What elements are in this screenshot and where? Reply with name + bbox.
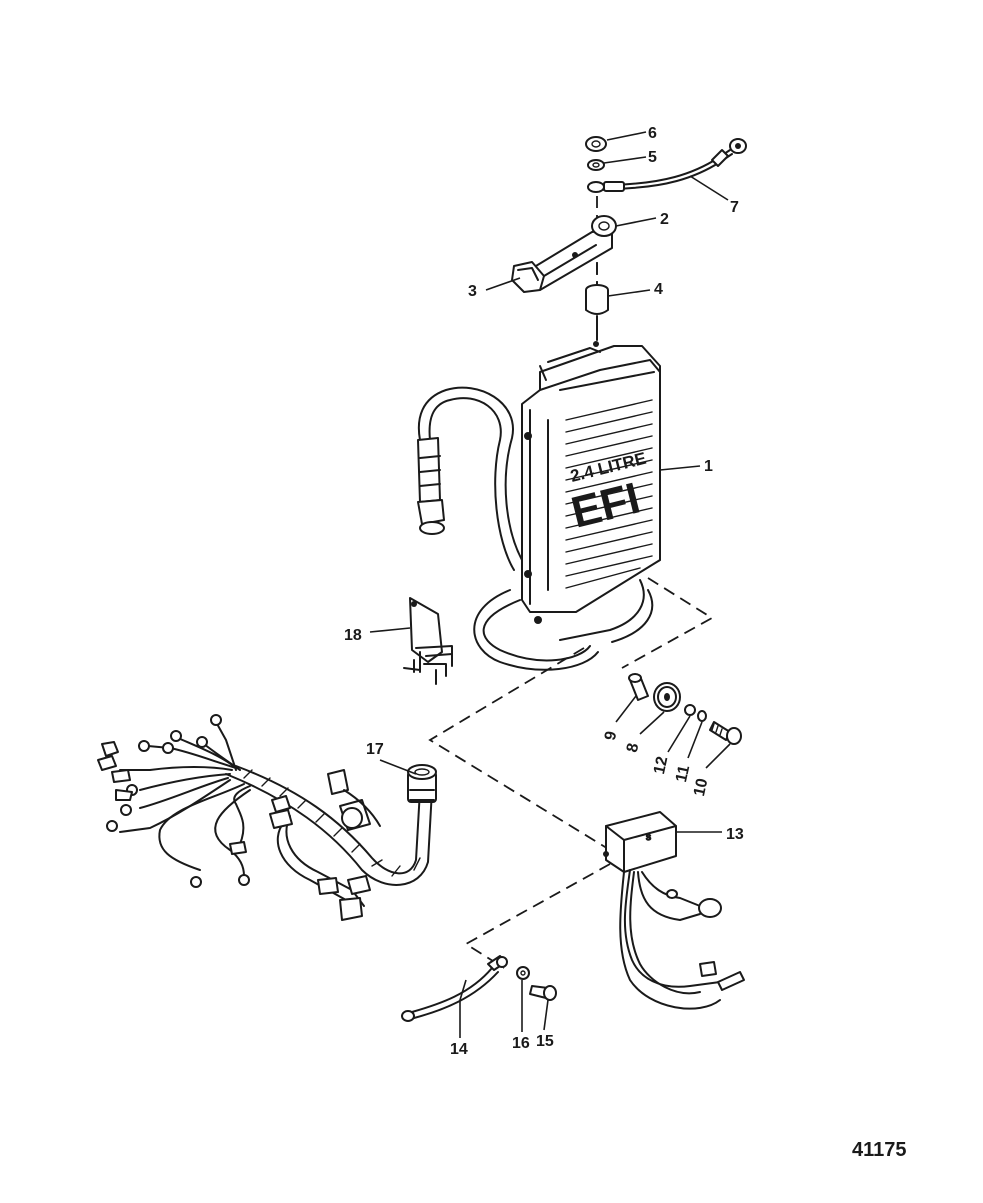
callout-1: 1 [704,458,713,475]
clamp-part [511,261,545,293]
bracket-part [525,215,617,291]
lockwasher-part [697,710,707,722]
callout-14: 14 [450,1041,468,1058]
washer-part [587,159,605,171]
harness-bracket-part [403,597,453,685]
washer-small-part [684,704,696,716]
callout-10: 10 [691,777,711,798]
callout-4: 4 [654,281,663,298]
svg-text:s: s [646,832,651,843]
callout-15: 15 [536,1033,554,1050]
grommet-part [653,682,681,712]
washer-ground-part [516,966,530,980]
callout-17: 17 [366,741,384,758]
callout-6: 6 [648,125,657,142]
ecm-module-part: 2.4 LITRE EFI [417,341,661,671]
callout-8: 8 [624,742,642,754]
callout-11: 11 [673,764,693,784]
callout-3: 3 [468,283,477,300]
callout-18: 18 [344,627,362,644]
callout-2: 2 [660,211,669,228]
bullet-terminals [97,741,247,855]
callout-labels: 6 5 7 2 3 4 1 18 9 8 12 11 10 13 17 14 1… [344,125,744,1058]
cooling-fins [565,399,653,589]
engine-harness-part [97,714,437,921]
callout-7: 7 [730,199,739,216]
control-module-part: s [603,811,745,1010]
screw-ground-part [529,985,557,1001]
nut-part [585,136,607,152]
callout-13: 13 [726,826,744,843]
screw-part [709,721,742,745]
harness-connector-part [417,437,445,535]
callout-16: 16 [512,1035,530,1052]
ground-lead-part [401,955,508,1022]
ground-strap-part [587,138,747,193]
callout-5: 5 [648,149,657,166]
sleeve-part [628,673,649,701]
rubber-mount-part [585,262,609,341]
leader-lines [369,131,731,1038]
callout-9: 9 [602,730,620,742]
diagram-reference-number: 41175 [852,1139,907,1161]
callout-12: 12 [651,755,671,776]
